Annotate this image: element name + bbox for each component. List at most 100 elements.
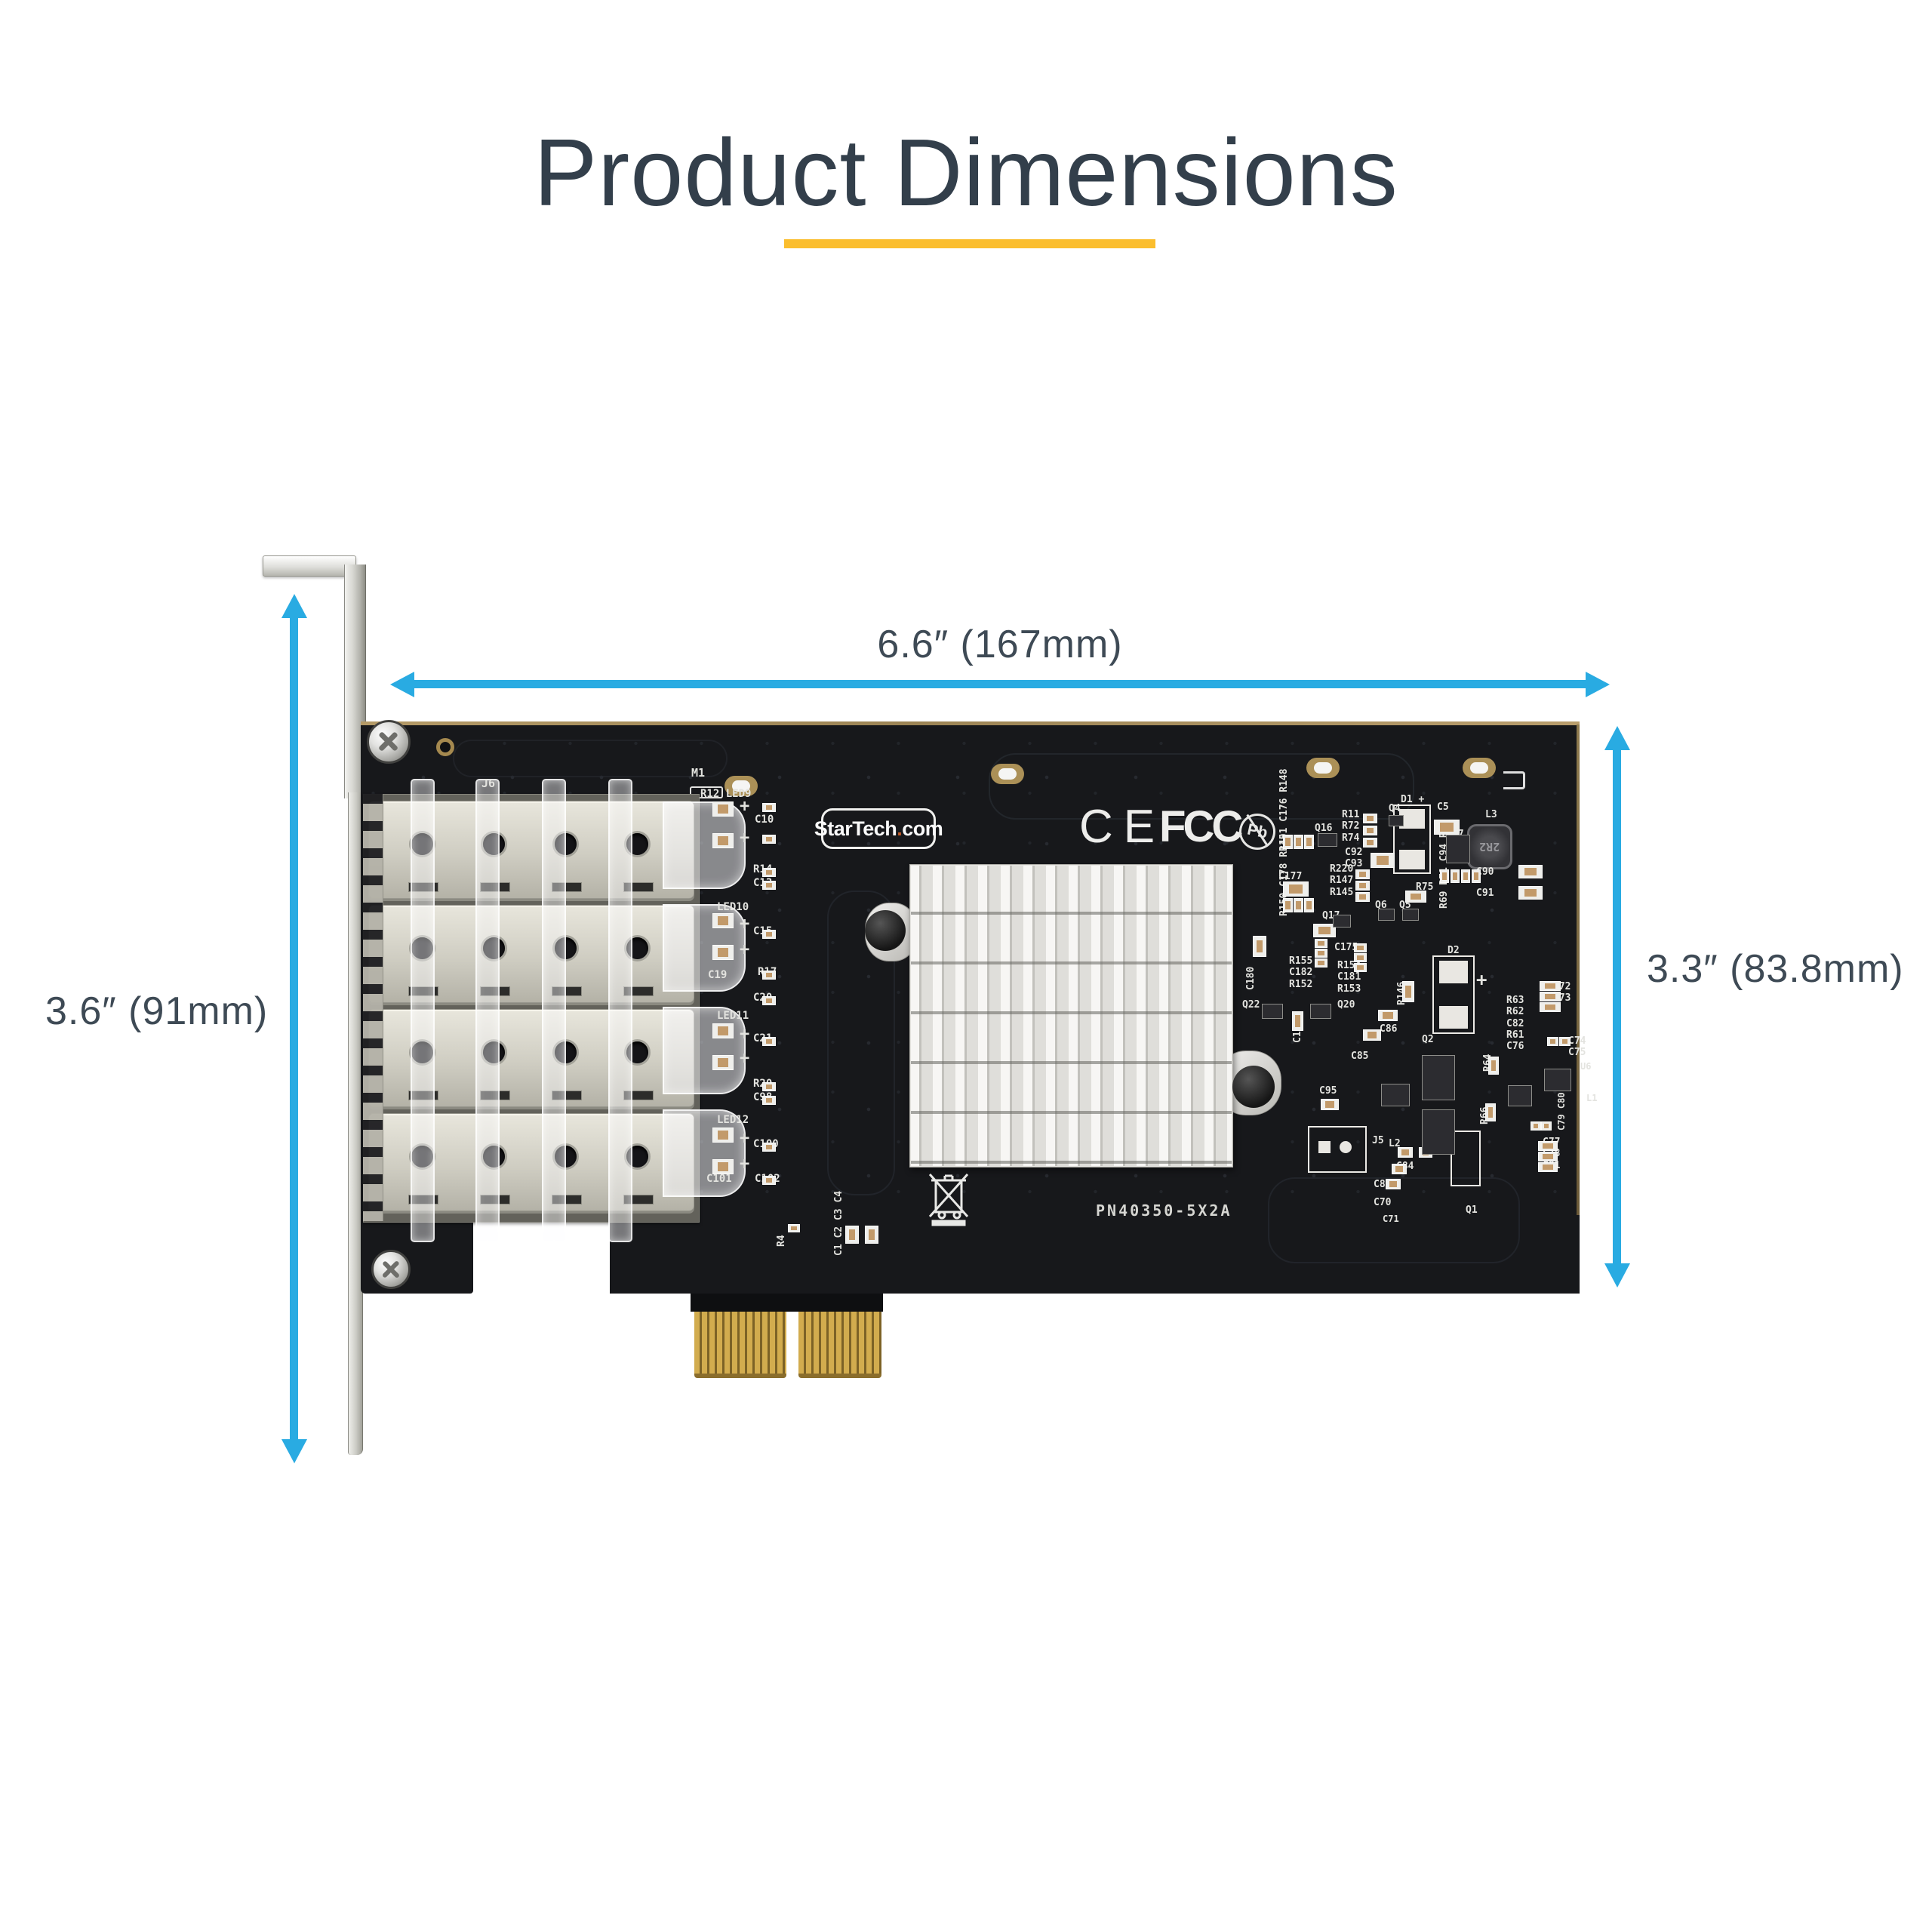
smd-pad [1378, 1010, 1398, 1021]
page-title: Product Dimensions [534, 119, 1398, 226]
silkscreen-label: M1 [691, 766, 706, 780]
smd-ic [1378, 909, 1395, 921]
smd-pad [762, 868, 776, 877]
cage-slot [408, 986, 438, 996]
mounting-hole [724, 776, 758, 796]
sfp-port [368, 1113, 694, 1211]
silkscreen-label: C74 C75 [1568, 1035, 1586, 1059]
smd-pad [1434, 820, 1460, 835]
smd-pad [1451, 869, 1460, 883]
cage-slot [480, 882, 510, 892]
smd-pad [1540, 981, 1561, 991]
smd-ic [1310, 1004, 1331, 1019]
smd-pad [1253, 936, 1266, 957]
silkscreen-label: R155 C182 R152 [1289, 955, 1313, 990]
heatsink-push-pin [1232, 1066, 1275, 1108]
smd-pad [1321, 1099, 1339, 1110]
smd-pad [1294, 898, 1303, 912]
m1-slot-mark [690, 786, 723, 798]
smd-pad [1355, 869, 1370, 879]
silkscreen-label: J5 [1372, 1135, 1384, 1146]
silkscreen-label: + [740, 915, 750, 934]
smd-pad [1518, 865, 1543, 878]
pcb-trace [1268, 1177, 1520, 1263]
smd-pad [1540, 992, 1561, 1001]
smd-pad [762, 1143, 776, 1152]
cage-vent-hole [483, 833, 505, 855]
silkscreen-label: + [740, 797, 750, 816]
smd-pad [1440, 869, 1449, 883]
smd-pad [1354, 963, 1367, 972]
smd-pad [762, 835, 776, 844]
transistor-Q1 [1451, 1131, 1481, 1186]
silkscreen-label: C101 [706, 1173, 732, 1185]
led-light-pipe [411, 779, 435, 1242]
silkscreen-label: C1 C2 C3 C4 [833, 1190, 844, 1256]
bracket-height-dimension-arrow [281, 594, 307, 1463]
cage-slot [552, 1195, 582, 1204]
smd-ic [1389, 815, 1404, 826]
silkscreen-label: + [740, 1129, 750, 1148]
smd-ic [1402, 909, 1419, 921]
smd-pad [1363, 826, 1377, 835]
header-J5 [1308, 1126, 1367, 1173]
width-dimension-label: 6.6″ (167mm) [877, 623, 1123, 666]
cage-slot [552, 986, 582, 996]
smd-pad [1541, 1121, 1552, 1131]
silkscreen-label: + [740, 1155, 750, 1174]
smd-pad [712, 1023, 734, 1038]
smd-pad [1315, 958, 1327, 968]
sfp-port [368, 801, 694, 899]
pcie-connector-shoulder [691, 1294, 883, 1312]
silkscreen-label: L2 [1389, 1138, 1401, 1149]
smd-pad [1355, 892, 1370, 902]
smd-pad [1283, 835, 1293, 849]
pcb-trace [453, 740, 728, 777]
smd-pad [865, 1226, 878, 1244]
silkscreen-label: Q22 [1242, 999, 1260, 1011]
smd-pad [1315, 949, 1327, 958]
pcb-via-ring [436, 738, 454, 756]
smd-pad [762, 1176, 776, 1185]
silkscreen-label: C92 C93 [1345, 847, 1363, 870]
smd-pad [1488, 1057, 1499, 1075]
fcc-mark: FCC [1159, 802, 1244, 851]
smd-pad [1540, 1002, 1561, 1012]
smd-pad [1386, 1179, 1401, 1189]
smd-pad [1354, 943, 1367, 952]
smd-pad [1283, 898, 1293, 912]
smd-pad [1315, 939, 1327, 948]
silkscreen-label: C71 [1383, 1214, 1399, 1224]
smd-pad [1531, 1121, 1541, 1131]
smd-pad [1304, 898, 1314, 912]
cage-vent-hole [411, 937, 433, 959]
pcie-gold-fingers-short [694, 1312, 786, 1378]
silkscreen-label: R11 R72 R74 [1342, 809, 1360, 844]
silkscreen-label: LED11 [717, 1010, 749, 1022]
silkscreen-label: C180 [1245, 966, 1257, 990]
bracket-height-dimension-label: 3.6″ (91mm) [45, 989, 269, 1033]
silkscreen-label: C10 [755, 814, 774, 826]
cage-vent-hole [411, 1146, 433, 1168]
cage-vent-hole [483, 1146, 505, 1168]
height-dimension-label: 3.3″ (83.8mm) [1647, 947, 1904, 991]
smd-pad [762, 996, 776, 1005]
led-light-pipe [542, 779, 566, 1242]
smd-pad [1485, 1103, 1496, 1121]
weee-icon [928, 1174, 969, 1226]
silkscreen-label: + [740, 1049, 750, 1068]
smd-pad [762, 881, 776, 890]
sfp-cage [363, 794, 700, 1223]
smd-ic [1508, 1085, 1532, 1106]
led-light-pipe [475, 779, 500, 1242]
silkscreen-label: C95 [1319, 1085, 1337, 1097]
silkscreen-label: C85 [1351, 1051, 1369, 1062]
silkscreen-label: + [740, 1025, 750, 1044]
cage-vent-hole [626, 1146, 648, 1168]
cage-slot [480, 1195, 510, 1204]
smd-pad [712, 833, 734, 848]
silkscreen-label: Q4 [1389, 803, 1401, 814]
width-dimension-arrow [390, 672, 1610, 697]
smd-pad [1371, 853, 1395, 868]
smd-pad [1547, 1037, 1558, 1046]
